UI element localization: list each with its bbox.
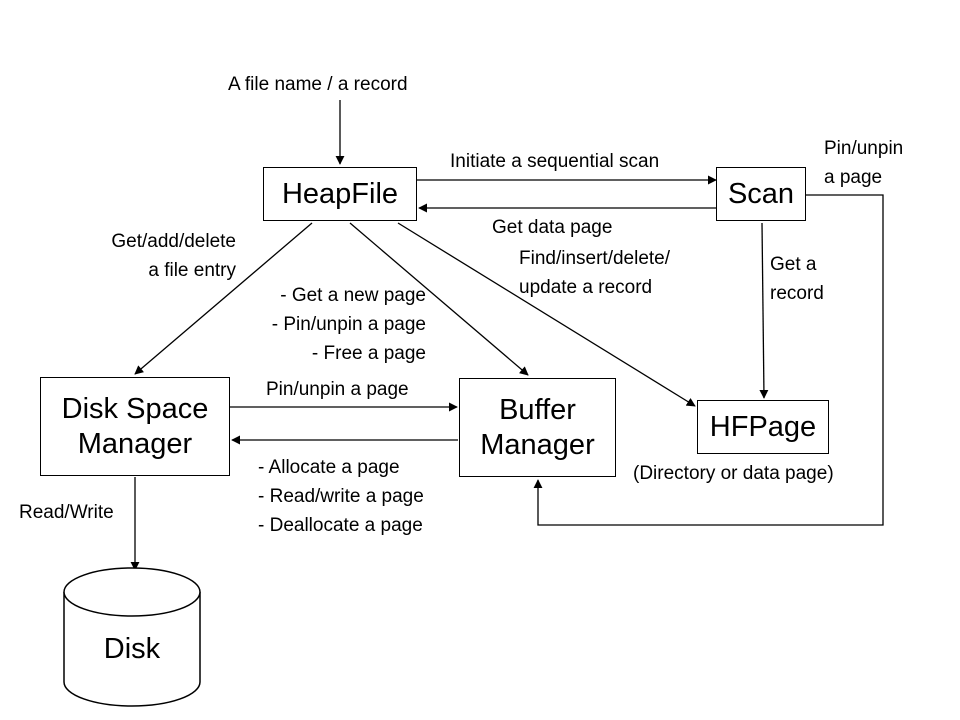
disk-space-manager-label: Disk Space Manager xyxy=(61,392,209,460)
hfpage-box: HFPage xyxy=(697,400,829,454)
heapfile-label: HeapFile xyxy=(281,177,399,210)
arrow-scan-to-hfpage xyxy=(759,222,769,399)
find-insert-label: Find/insert/delete/ update a record xyxy=(519,244,670,302)
heapfile-box: HeapFile xyxy=(263,167,417,221)
get-record-line-2: record xyxy=(770,283,824,304)
heap-to-buffer-line-3: - Free a page xyxy=(311,343,426,364)
pin-unpin-scan-label: Pin/unpin a page xyxy=(824,134,903,192)
arrow-heapfile-to-dsm xyxy=(134,222,313,375)
input-label: A file name / a record xyxy=(228,74,408,95)
buffer-manager-label: Buffer Manager xyxy=(480,393,595,461)
buffer-to-dsm-line-3: - Deallocate a page xyxy=(258,515,423,536)
disk-cylinder xyxy=(63,567,201,707)
arrow-heapfile-to-buffer xyxy=(349,222,529,376)
initiate-scan-label: Initiate a sequential scan xyxy=(450,151,660,172)
arrow-heapfile-to-hfpage xyxy=(397,222,696,407)
pin-unpin-scan-line-2: a page xyxy=(824,167,883,188)
file-entry-line-1: Get/add/delete xyxy=(111,231,236,252)
file-entry-label: Get/add/delete a file entry xyxy=(70,227,236,285)
buffer-to-dsm-label: - Allocate a page - Read/write a page - … xyxy=(258,453,424,540)
file-entry-line-2: a file entry xyxy=(148,260,236,281)
pin-unpin-scan-line-1: Pin/unpin xyxy=(824,138,904,159)
hfpage-caption: (Directory or data page) xyxy=(633,463,834,484)
find-insert-line-2: update a record xyxy=(519,277,653,298)
get-record-line-1: Get a xyxy=(770,254,817,275)
heap-to-buffer-label: - Get a new page - Pin/unpin a page - Fr… xyxy=(236,281,426,368)
get-record-label: Get a record xyxy=(770,250,824,308)
scan-label: Scan xyxy=(727,177,795,210)
buffer-manager-box: Buffer Manager xyxy=(459,378,616,477)
disk-label: Disk xyxy=(103,633,161,665)
scan-box: Scan xyxy=(716,167,806,221)
heap-to-buffer-line-2: - Pin/unpin a page xyxy=(271,314,426,335)
heap-to-buffer-line-1: - Get a new page xyxy=(280,285,426,306)
buffer-to-dsm-line-1: - Allocate a page xyxy=(258,457,400,478)
dsm-to-buffer-label: Pin/unpin a page xyxy=(266,379,409,400)
arrow-scan-to-buffer xyxy=(533,194,884,526)
get-data-page-label: Get data page xyxy=(492,217,613,238)
hfpage-label: HFPage xyxy=(709,410,817,443)
buffer-to-dsm-line-2: - Read/write a page xyxy=(258,486,424,507)
find-insert-line-1: Find/insert/delete/ xyxy=(519,248,671,269)
read-write-label: Read/Write xyxy=(19,502,114,523)
disk-space-manager-box: Disk Space Manager xyxy=(40,377,230,476)
